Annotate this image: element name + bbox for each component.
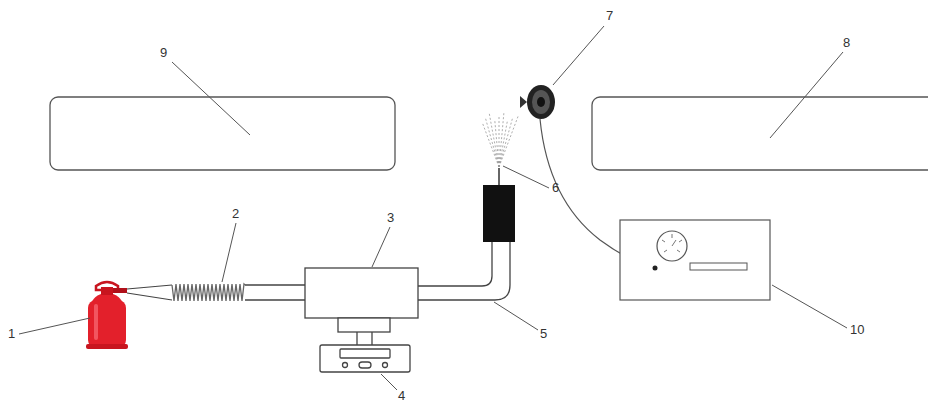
callout-number: 5 xyxy=(540,326,547,341)
chamber-box xyxy=(305,268,418,318)
panel xyxy=(50,97,395,170)
gas-cylinder xyxy=(86,282,128,349)
nozzle-stem xyxy=(498,168,500,185)
spray-line xyxy=(495,121,499,167)
weighing-scale xyxy=(320,318,410,372)
nozzle-body xyxy=(483,185,515,242)
speaker xyxy=(520,85,555,119)
spray xyxy=(483,113,518,167)
callout-number: 4 xyxy=(398,388,405,403)
pipe xyxy=(245,285,305,300)
callout-number: 1 xyxy=(8,326,15,341)
callout-number: 8 xyxy=(843,35,850,50)
spray-line xyxy=(489,114,499,167)
panel xyxy=(592,97,928,170)
callout-number: 7 xyxy=(606,8,613,23)
callout-number: 2 xyxy=(232,206,239,221)
spray-line xyxy=(499,119,512,167)
spray-line xyxy=(499,122,507,167)
signal-device xyxy=(620,220,770,300)
callout-number: 6 xyxy=(552,180,559,195)
pipe xyxy=(418,242,510,300)
dial-ticks xyxy=(662,234,682,252)
dial xyxy=(657,231,687,261)
callout-number: 3 xyxy=(387,210,394,225)
spray-line xyxy=(499,117,500,167)
coil-tube xyxy=(172,284,245,301)
spray-line xyxy=(486,119,499,167)
terminal-dot xyxy=(653,266,658,271)
connector-cone xyxy=(127,285,172,300)
spray-line xyxy=(483,124,499,167)
callout-number: 10 xyxy=(850,322,864,337)
leader-lines xyxy=(19,26,847,390)
slot xyxy=(690,263,747,270)
callout-number: 9 xyxy=(160,45,167,60)
spray-line xyxy=(499,116,518,167)
